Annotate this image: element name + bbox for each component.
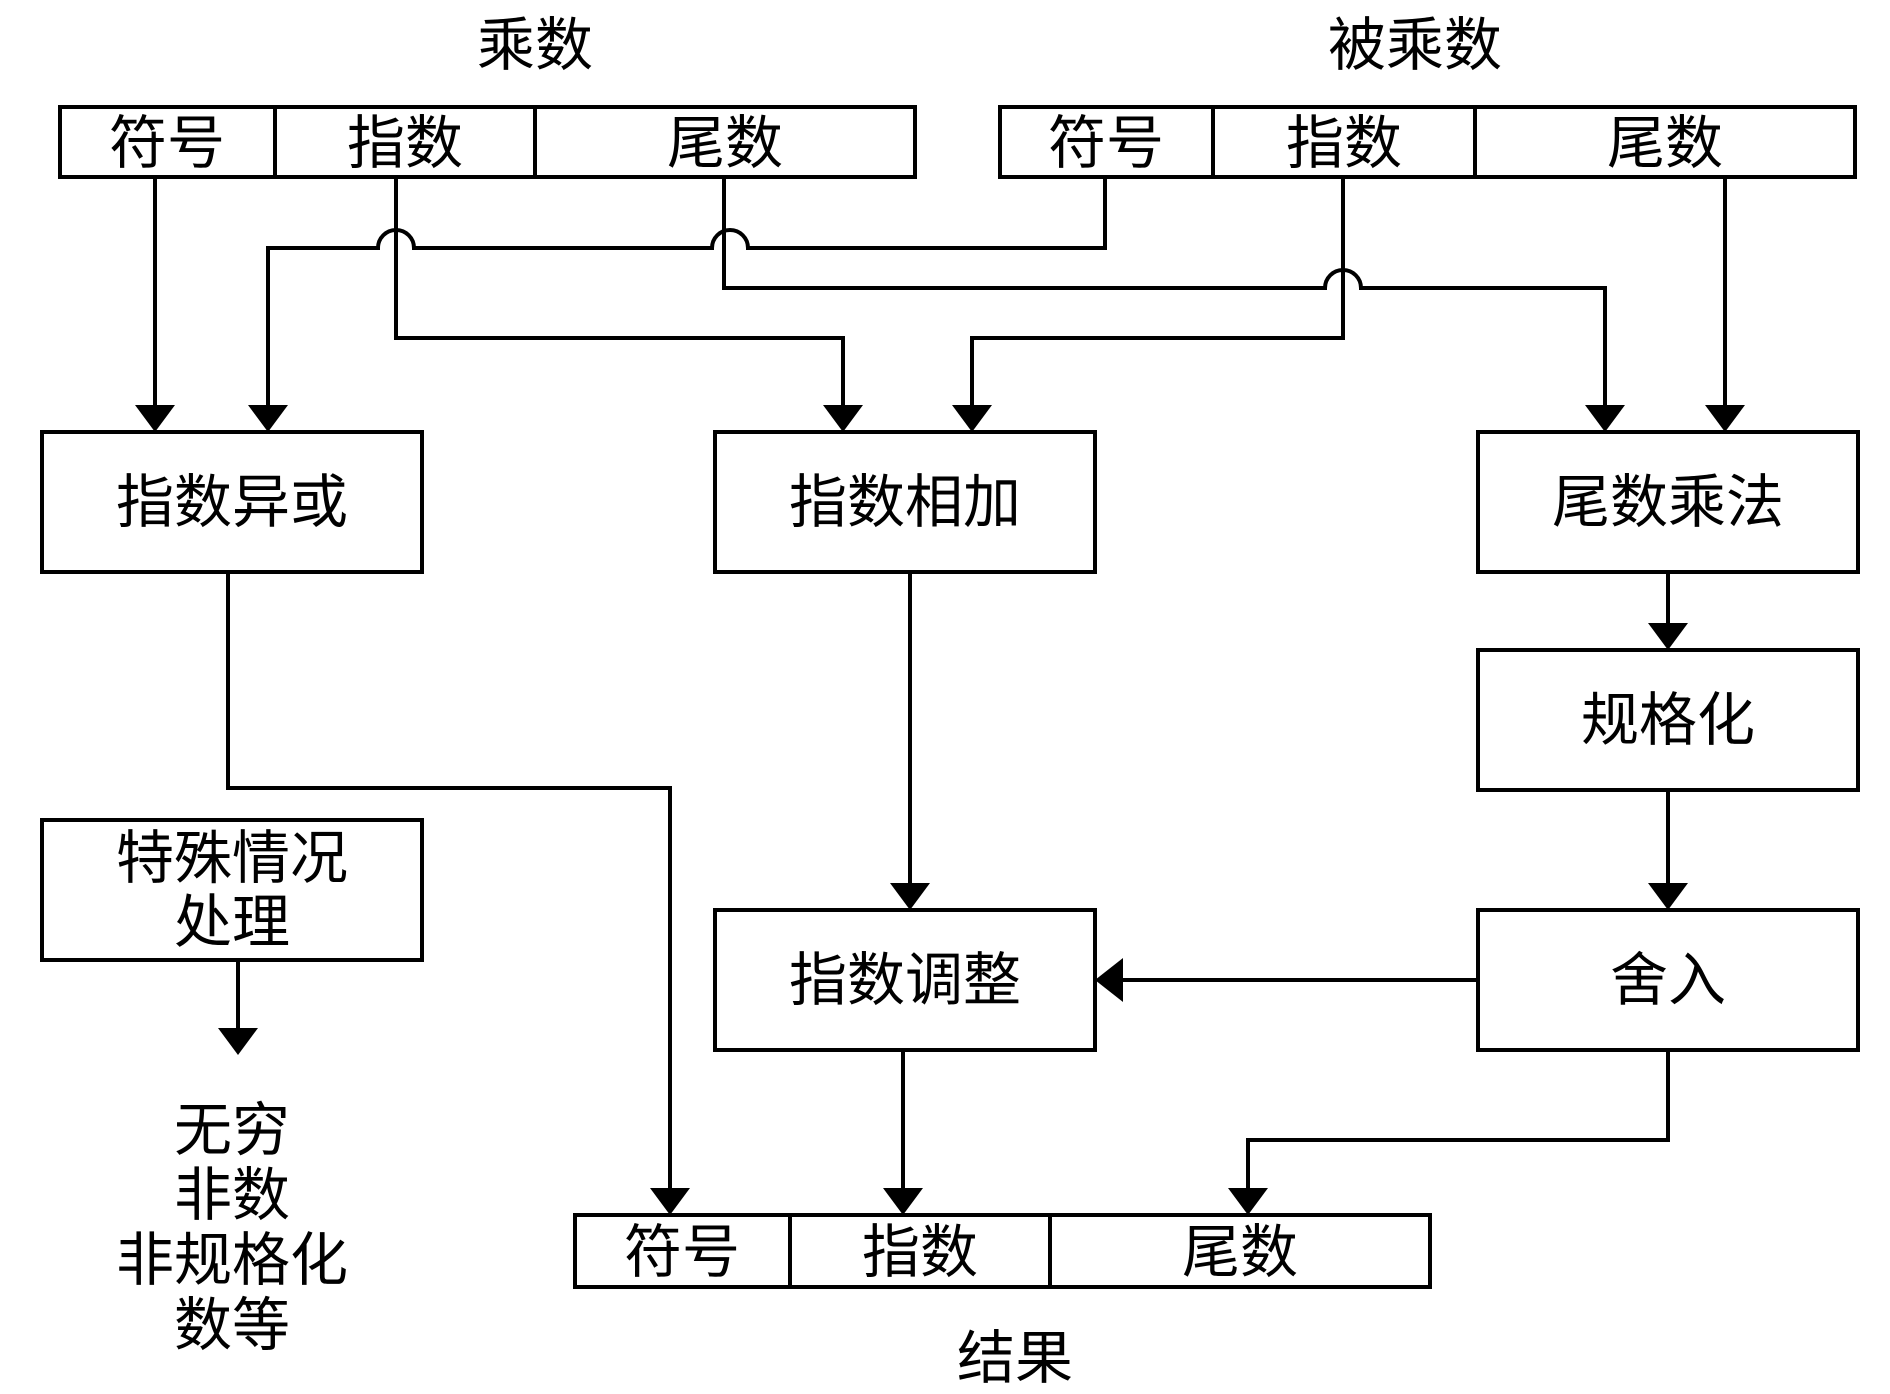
special-output-denormal: 非规格化 bbox=[116, 1226, 348, 1294]
special-output-etc: 数等 bbox=[174, 1291, 290, 1359]
arrow-xor-to-result-sign bbox=[650, 1188, 690, 1215]
arrow-round-to-result-mantissa bbox=[1228, 1188, 1268, 1215]
arrow-multiplier-mantissa-to-mul bbox=[1585, 405, 1625, 432]
mantissa-multiply-block: 尾数乘法 bbox=[1476, 430, 1860, 574]
multiplier-sign-field: 符号 bbox=[109, 109, 225, 177]
mantissa-multiply-frame bbox=[1476, 430, 1860, 574]
special-case-label-line2: 处理 bbox=[174, 888, 290, 956]
multiplier-mantissa-field: 尾数 bbox=[667, 109, 783, 177]
result-register: 符号 指数 尾数 bbox=[573, 1213, 1432, 1289]
result-register-frame bbox=[573, 1213, 1432, 1289]
wire-multiplier-mantissa-to-mul bbox=[722, 177, 1607, 410]
arrow-mul-to-normalize bbox=[1648, 623, 1688, 650]
multiplier-register: 符号 指数 尾数 bbox=[58, 105, 917, 179]
multiplier-exponent-field: 指数 bbox=[347, 109, 463, 177]
arrow-multiplicand-sign-to-xor bbox=[248, 405, 288, 432]
exponent-adjust-block: 指数调整 bbox=[713, 908, 1097, 1052]
result-exponent-field: 指数 bbox=[862, 1218, 978, 1286]
normalize-frame bbox=[1476, 648, 1860, 792]
normalize-label: 规格化 bbox=[1581, 686, 1755, 754]
exponent-xor-block: 指数异或 bbox=[40, 430, 424, 574]
multiplier-register-frame bbox=[58, 105, 917, 179]
multiplier-title: 乘数 bbox=[477, 11, 593, 79]
arrow-special-to-outputs bbox=[218, 1028, 258, 1055]
wire-round-to-result-mantissa bbox=[1246, 1050, 1670, 1193]
arrow-multiplier-sign-to-xor bbox=[135, 405, 175, 432]
result-mantissa-field: 尾数 bbox=[1182, 1218, 1298, 1286]
exponent-add-label: 指数相加 bbox=[789, 468, 1021, 536]
rounding-frame bbox=[1476, 908, 1860, 1052]
multiplicand-register-frame bbox=[998, 105, 1857, 179]
special-case-block: 特殊情况 处理 bbox=[40, 818, 424, 962]
special-case-frame bbox=[40, 818, 424, 962]
multiplicand-mantissa-field: 尾数 bbox=[1607, 109, 1723, 177]
special-case-label-line1: 特殊情况 bbox=[116, 824, 348, 892]
arrow-normalize-to-round bbox=[1648, 883, 1688, 910]
exponent-xor-frame bbox=[40, 430, 424, 574]
wire-multiplicand-exp-to-add bbox=[970, 177, 1345, 410]
arrow-adjust-to-result-exp bbox=[883, 1188, 923, 1215]
special-output-nan: 非数 bbox=[174, 1161, 290, 1229]
exponent-xor-label: 指数异或 bbox=[116, 468, 348, 536]
arrow-add-to-adjust bbox=[890, 883, 930, 910]
exponent-add-frame bbox=[713, 430, 1097, 574]
mantissa-multiply-label: 尾数乘法 bbox=[1552, 468, 1784, 536]
multiplicand-exponent-field: 指数 bbox=[1286, 109, 1402, 177]
special-outputs: 无穷 非数 非规格化 数等 bbox=[116, 1096, 348, 1359]
exponent-adjust-label: 指数调整 bbox=[789, 946, 1021, 1014]
result-sign-field: 符号 bbox=[624, 1218, 740, 1286]
exponent-add-block: 指数相加 bbox=[713, 430, 1097, 574]
multiplicand-sign-field: 符号 bbox=[1048, 109, 1164, 177]
multiplicand-title: 被乘数 bbox=[1328, 11, 1502, 79]
wire-multiplicand-sign-to-xor bbox=[266, 177, 1107, 410]
multiplicand-register: 符号 指数 尾数 bbox=[998, 105, 1857, 179]
wire-xor-to-result-sign bbox=[226, 572, 672, 1193]
rounding-label: 舍入 bbox=[1610, 946, 1726, 1014]
arrow-multiplicand-exp-to-add bbox=[952, 405, 992, 432]
arrow-round-to-adjust bbox=[1095, 958, 1123, 1002]
arrow-multiplicand-mantissa-to-mul bbox=[1705, 405, 1745, 432]
special-output-infinity: 无穷 bbox=[174, 1096, 290, 1164]
rounding-block: 舍入 bbox=[1476, 908, 1860, 1052]
wire-multiplier-exp-to-add bbox=[394, 177, 845, 410]
result-title: 结果 bbox=[957, 1324, 1073, 1392]
arrow-multiplier-exp-to-add bbox=[823, 405, 863, 432]
normalize-block: 规格化 bbox=[1476, 648, 1860, 792]
